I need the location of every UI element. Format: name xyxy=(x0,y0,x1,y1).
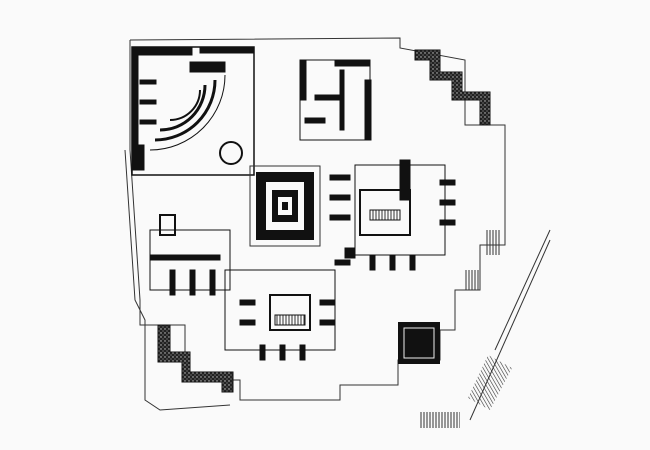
building-top-left-auditorium xyxy=(131,46,255,176)
building-top-center xyxy=(299,59,372,141)
building-right-core xyxy=(329,159,456,271)
gravel-planter-bottom-left xyxy=(157,324,234,393)
building-bottom-left xyxy=(149,214,231,296)
black-square-pavilion xyxy=(398,322,440,364)
gravel-planter-top-right xyxy=(414,49,491,126)
central-courtyard xyxy=(249,165,321,247)
building-bottom-center xyxy=(224,247,356,361)
stair-hatching xyxy=(420,230,512,428)
